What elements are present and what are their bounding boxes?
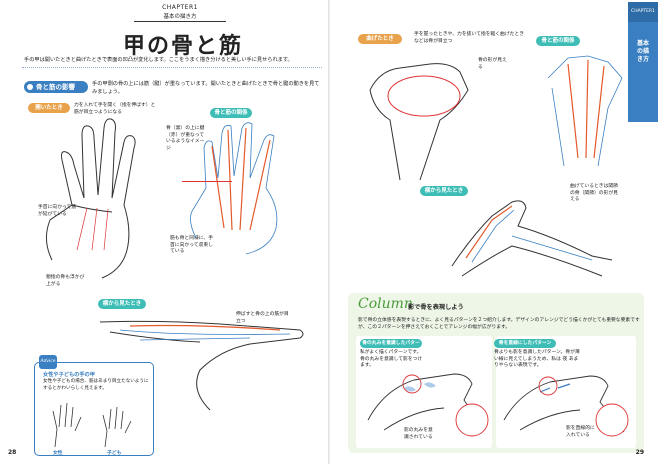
note-bone-side: 筋も骨と同様に、手首に向かって収束している bbox=[170, 236, 214, 254]
label-woman: 女性 bbox=[53, 451, 63, 456]
advice-title: 女性や子どもの手の甲 bbox=[43, 372, 95, 378]
advice-tag: Advice bbox=[39, 355, 57, 369]
page-title: 甲の骨と筋 bbox=[122, 34, 243, 59]
note-side-left: 伸ばすと骨の上の筋が目立つ bbox=[236, 312, 289, 324]
column-text: 影で骨の立体感を表現するときに、よく見るパターンを２つ紹介します。デザインのアレ… bbox=[358, 318, 640, 330]
advice-box: Advice 女性や子どもの手の甲 女性や子どもの場合、筋はあまり目立たないよう… bbox=[34, 355, 154, 456]
section-heading-label: 骨と筋の影響 bbox=[36, 83, 75, 91]
pill-bent: 曲げたとき bbox=[358, 34, 402, 44]
side-tab-label: 基本の描き方 bbox=[636, 40, 649, 63]
note-bone-visible: 骨の形が見える bbox=[478, 58, 507, 70]
page-number-right: 29 bbox=[635, 449, 644, 456]
intro-divider bbox=[22, 67, 322, 68]
bullet-icon bbox=[27, 84, 33, 90]
column-subtitle: 影で骨を表現しよう bbox=[408, 304, 464, 311]
pill-side-right: 横から見たとき bbox=[420, 186, 468, 196]
pattern-b-label: 骨を直線にしたパターン bbox=[494, 339, 556, 348]
leader-line bbox=[182, 181, 232, 182]
pattern-a-illustration bbox=[367, 373, 489, 437]
label-child: 子ども bbox=[107, 451, 122, 456]
note-side-right: 曲げているときは関節の骨（関節）の形が見える bbox=[570, 184, 618, 202]
pattern-b-note: 影を直線的に入れている bbox=[566, 426, 595, 438]
small-hands-illustration bbox=[52, 402, 132, 448]
page-number-left: 28 bbox=[8, 449, 17, 456]
page-gutter bbox=[328, 0, 330, 464]
note-open: 力を入れて手を開く（指を伸ばす）と筋が目立つようになる bbox=[74, 103, 156, 115]
pill-relation-left: 骨と筋の関係 bbox=[210, 108, 252, 118]
chapter-side-tab bbox=[628, 2, 658, 122]
pill-open: 開いたとき bbox=[28, 103, 70, 113]
pattern-b-text: 骨よりも影を意識したパターン。骨が薄い線に見えてしまうため、私は 夜 あまりやら… bbox=[494, 350, 580, 368]
note-bone-base: 親指の骨も浮かび上がる bbox=[46, 275, 85, 287]
open-hand-illustration bbox=[46, 118, 136, 279]
note-tendon-hand: 手首に向かって筋が延びている bbox=[38, 205, 77, 217]
column-title: Column bbox=[358, 296, 413, 312]
bone-tendon-illustration-right bbox=[547, 55, 623, 167]
chapter-header: CHAPTER1 基本の描き方 bbox=[134, 4, 226, 22]
section-description: 手の甲側の骨の上には筋（腱）が重なっています。開いたときと曲げたときで骨と腱の動… bbox=[92, 81, 320, 95]
section-heading: 骨と筋の影響 bbox=[24, 81, 88, 93]
intro-text: 手の甲は開いたときと曲げたときで表面の凹凸が変化します。ここをうまく描き分けると… bbox=[24, 57, 293, 63]
chapter-label: CHAPTER1 bbox=[162, 4, 198, 11]
pill-relation-right: 骨と筋の関係 bbox=[536, 36, 580, 46]
bone-tendon-illustration-left bbox=[190, 122, 278, 255]
bent-hand-illustration bbox=[369, 63, 469, 181]
pattern-a-note: 影の丸みを意識されている bbox=[404, 428, 433, 440]
side-bent-hand-illustration bbox=[451, 200, 613, 277]
note-tendon-top: 骨（黒）の上に腱（赤）が重なっているようなイメージ bbox=[166, 126, 205, 151]
pattern-a-label: 骨の丸みを意識したパターン bbox=[360, 339, 422, 355]
pill-side-left: 横から見たとき bbox=[98, 299, 146, 309]
side-view-hand-illustration bbox=[99, 320, 304, 411]
note-bent: 手を握ったときや、力を抜いて指を軽く曲げたときなどは骨が目立つ bbox=[414, 32, 525, 44]
chapter-subtitle: 基本の描き方 bbox=[163, 14, 197, 20]
pattern-a-text: 私がよく描くパターンです。骨の丸みを意識して影をつけます。 bbox=[360, 350, 423, 368]
pattern-b-illustration bbox=[503, 375, 629, 437]
side-tab-chapter: CHAPTER1 bbox=[628, 2, 658, 22]
advice-text: 女性や子どもの場合、筋はあまり目立たないようにするとかわいらしく見えます。 bbox=[43, 379, 149, 391]
